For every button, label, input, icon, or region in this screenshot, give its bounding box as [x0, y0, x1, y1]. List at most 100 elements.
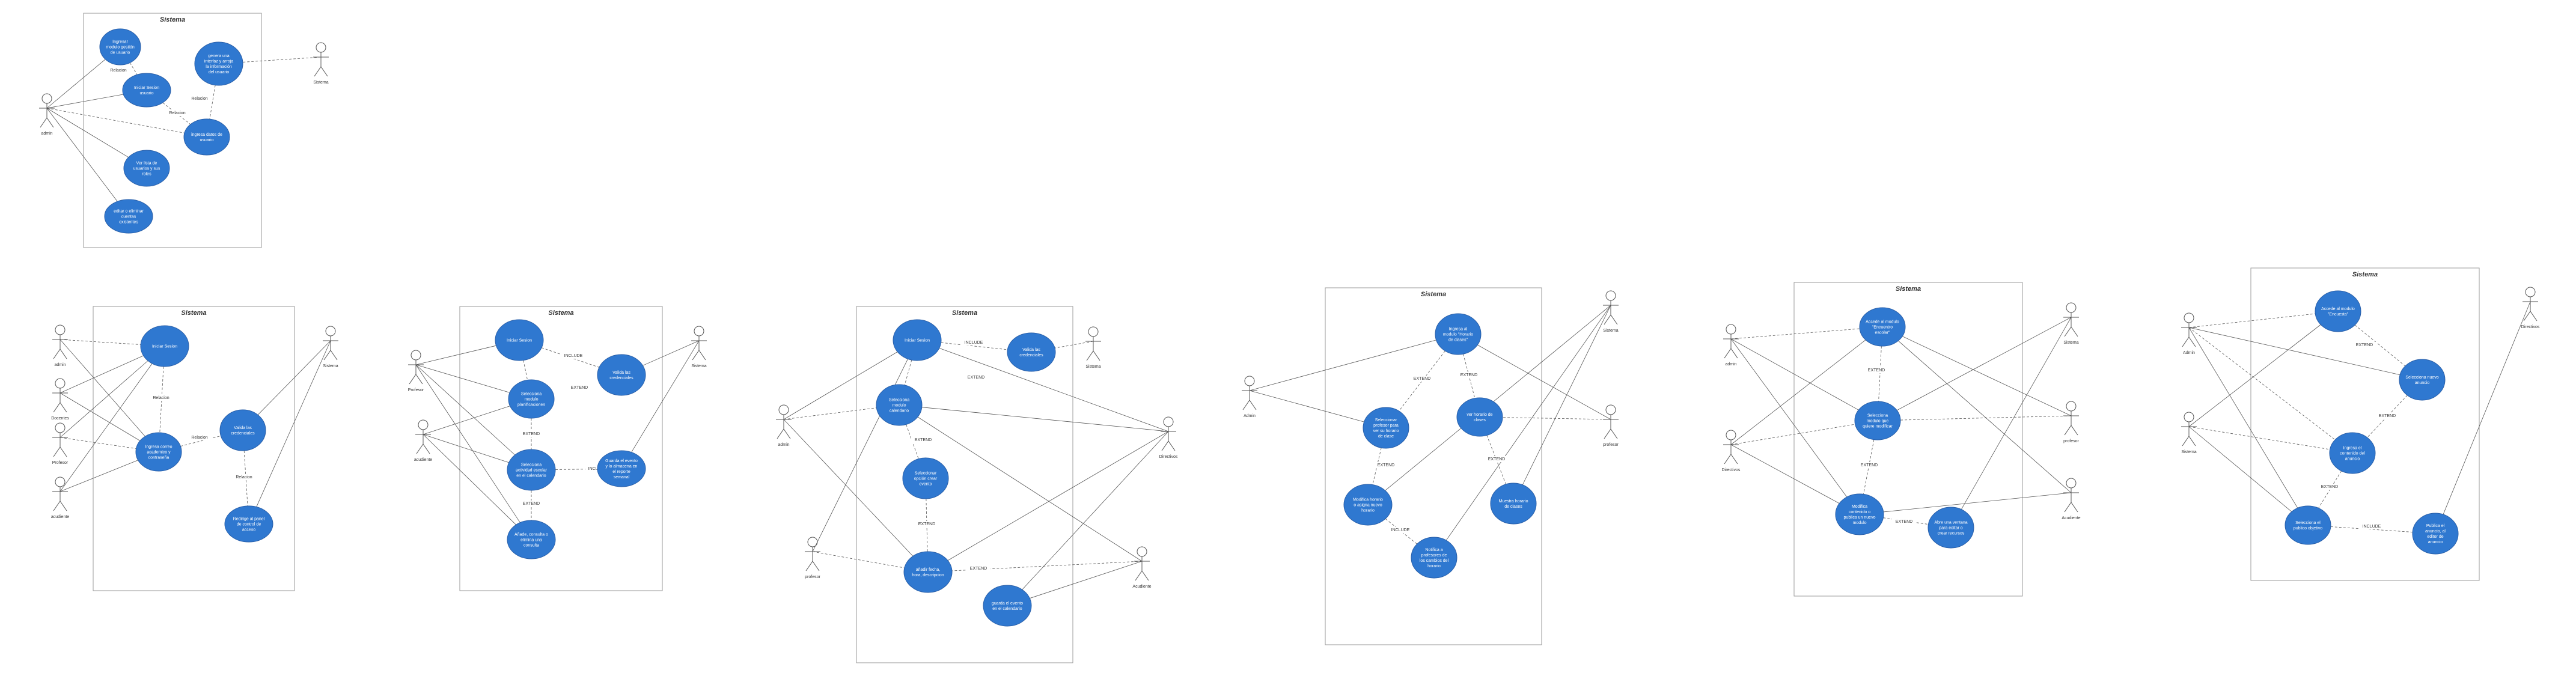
use-case-ellipse[interactable]	[495, 319, 544, 361]
use-case-ellipse[interactable]	[99, 28, 141, 65]
use-case-ellipse[interactable]	[1363, 407, 1409, 449]
use-case-ellipse[interactable]	[219, 409, 266, 451]
association-line	[939, 347, 1169, 432]
dashed-relation-line	[2188, 426, 2330, 450]
use-case-ellipse[interactable]	[1411, 537, 1457, 579]
actor-1-2: Profesor	[52, 422, 69, 465]
stick-figure-icon	[1723, 324, 1739, 359]
association-line	[60, 339, 145, 437]
association-line	[2443, 301, 2531, 515]
use-case-ellipse[interactable]	[597, 354, 646, 396]
dashed-relation-line	[1055, 341, 1094, 349]
use-case-ellipse[interactable]	[1854, 401, 1901, 440]
use-case-ellipse[interactable]	[2315, 290, 2361, 332]
use-case-6-0[interactable]: Accede al modulo"Encuesta"	[2315, 290, 2361, 332]
use-case-ellipse[interactable]	[1859, 307, 1906, 347]
use-case-ellipse[interactable]	[507, 449, 556, 491]
use-case-ellipse[interactable]	[1835, 493, 1884, 535]
use-case-ellipse[interactable]	[597, 450, 646, 487]
use-case-ellipse[interactable]	[1927, 507, 1974, 549]
use-case-label: Accede al modulo"Encuesta"	[2321, 307, 2355, 317]
use-case-ellipse[interactable]	[508, 379, 555, 419]
relation-label: INCLUDE	[1391, 528, 1410, 532]
use-case-ellipse[interactable]	[2285, 505, 2331, 545]
association-line	[46, 59, 106, 109]
stick-figure-icon	[2181, 312, 2197, 347]
use-case-ellipse[interactable]	[135, 432, 182, 472]
use-case-ellipse[interactable]	[2412, 513, 2459, 555]
use-case-2-0[interactable]: Iniciar Sesion	[495, 319, 544, 361]
use-case-ellipse[interactable]	[123, 150, 170, 187]
use-case-ellipse[interactable]	[1343, 484, 1393, 526]
relation-label: EXTEND	[1488, 457, 1505, 461]
use-case-ellipse[interactable]	[122, 73, 171, 108]
use-case-ellipse[interactable]	[983, 585, 1032, 627]
association-line	[1022, 431, 1169, 590]
use-case-ellipse[interactable]	[876, 384, 923, 426]
use-case-ellipse[interactable]	[902, 457, 949, 499]
use-case-ellipse[interactable]	[2329, 432, 2376, 474]
relation-label: EXTEND	[2356, 343, 2373, 347]
use-case-ellipse[interactable]	[507, 520, 556, 559]
relation-label-bg	[567, 385, 591, 391]
use-case-3-0[interactable]: Iniciar Sesion	[893, 319, 942, 361]
use-case-ellipse[interactable]	[2399, 359, 2446, 401]
use-case-ellipse[interactable]	[893, 319, 942, 361]
actor-label: profesor	[2063, 439, 2079, 443]
use-case-ellipse[interactable]	[1435, 313, 1482, 355]
use-case-ellipse[interactable]	[1456, 397, 1503, 437]
stick-figure-icon	[691, 326, 707, 361]
use-case-3-4[interactable]: añadir fecha,hora, descripcion	[903, 551, 953, 593]
relation-label: EXTEND	[970, 567, 987, 571]
use-case-ellipse[interactable]	[104, 199, 153, 234]
use-case-1-0[interactable]: Iniciar Sesion	[140, 325, 189, 367]
system-title: Sistema	[160, 16, 185, 23]
use-case-ellipse[interactable]	[903, 551, 953, 593]
use-case-ellipse[interactable]	[1007, 332, 1056, 372]
use-case-ellipse[interactable]	[183, 118, 230, 156]
use-case-ellipse[interactable]	[1490, 483, 1537, 525]
actor-1-1: Docentes	[51, 378, 69, 421]
dashed-relation-line	[242, 56, 322, 62]
use-case-ellipse[interactable]	[194, 41, 243, 86]
use-case-ellipse[interactable]	[224, 505, 273, 543]
actor-0-1: Sistema	[313, 42, 329, 85]
use-case-ellipse[interactable]	[140, 325, 189, 367]
dashed-relation-line	[783, 407, 877, 420]
